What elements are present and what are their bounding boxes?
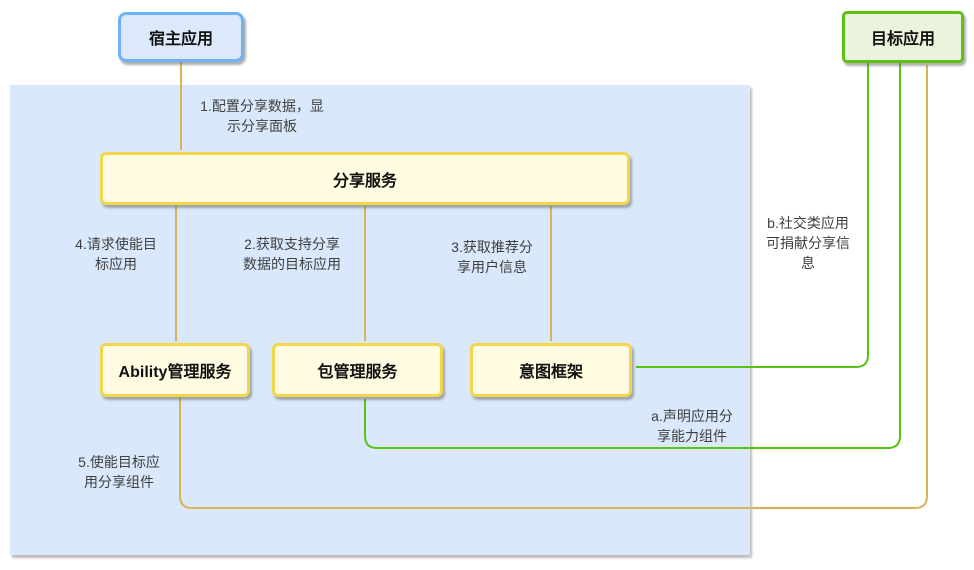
edge-label-step1: 1.配置分享数据，显 示分享面板	[200, 98, 324, 134]
node-ability-service-label: Ability管理服务	[118, 364, 232, 381]
node-intent-framework: 意图框架	[470, 343, 632, 397]
edge-label-step5: 5.使能目标应 用分享组件	[78, 454, 160, 490]
edge-label-step2: 2.获取支持分享 数据的目标应用	[243, 236, 341, 272]
edge-label-step-b: b.社交类应用 可捐献分享信 息	[766, 215, 850, 271]
node-ability-service: Ability管理服务	[100, 343, 250, 397]
node-package-service: 包管理服务	[272, 343, 443, 397]
node-package-service-label: 包管理服务	[317, 364, 398, 381]
node-share-service-label: 分享服务	[332, 172, 397, 190]
node-target-app-label: 目标应用	[870, 31, 935, 48]
node-intent-framework-label: 意图框架	[518, 364, 583, 381]
node-host-app-label: 宿主应用	[148, 31, 213, 48]
node-target-app: 目标应用	[842, 11, 964, 63]
node-share-service: 分享服务	[100, 152, 630, 205]
node-host-app: 宿主应用	[118, 12, 244, 62]
edge-label-step3: 3.获取推荐分 享用户信息	[451, 239, 533, 275]
edge-label-step-a: a.声明应用分 享能力组件	[651, 408, 733, 444]
edge-label-step4: 4.请求使能目 标应用	[75, 236, 157, 272]
